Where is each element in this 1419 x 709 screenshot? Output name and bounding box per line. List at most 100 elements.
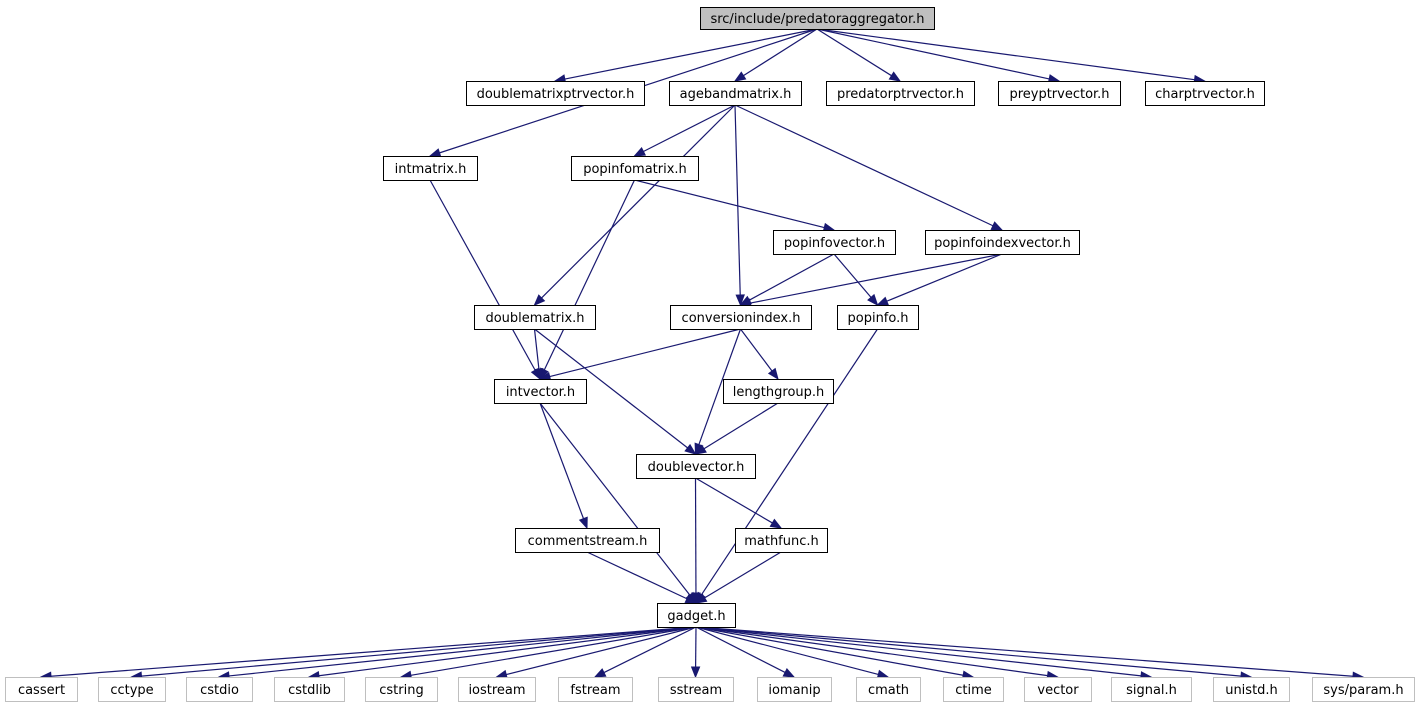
node-commentstream[interactable]: commentstream.h — [515, 528, 660, 553]
node-iomanip: iomanip — [757, 677, 832, 702]
node-popinfovector[interactable]: popinfovector.h — [773, 230, 896, 255]
edge-lengthgroup-to-doublevector — [694, 402, 779, 455]
edge-gadget-to-cstdio — [217, 626, 697, 681]
edge-line — [695, 626, 1242, 677]
node-doublematrix[interactable]: doublematrix.h — [474, 305, 596, 330]
edge-root-to-agebandmatrix — [733, 28, 818, 82]
edge-line — [698, 328, 742, 445]
edge-gadget-to-signal — [695, 626, 1153, 681]
edge-line — [541, 104, 736, 299]
node-mathfunc[interactable]: mathfunc.h — [735, 528, 828, 553]
node-gadget[interactable]: gadget.h — [657, 603, 736, 628]
node-box — [757, 677, 832, 702]
node-box — [365, 677, 438, 702]
edge-line — [564, 28, 818, 80]
node-label: cmath — [868, 683, 909, 698]
edge-intvector-to-commentstream — [539, 402, 588, 530]
edge-mathfunc-to-gadget — [694, 551, 782, 604]
edge-popinfovector-to-popinfo — [833, 253, 879, 307]
edge-line — [634, 179, 825, 229]
node-box — [474, 305, 596, 330]
node-charptrvector[interactable]: charptrvector.h — [1145, 81, 1265, 106]
node-box — [700, 7, 935, 30]
edge-root-to-preyptrvector — [816, 28, 1061, 84]
node-box — [1145, 81, 1265, 106]
edge-line — [539, 402, 585, 519]
node-popinfoindexvector[interactable]: popinfoindexvector.h — [925, 230, 1080, 255]
node-label: src/include/predatoraggregator.h — [710, 12, 924, 27]
node-label: cctype — [110, 683, 153, 698]
edge-line — [695, 626, 964, 676]
edge-popinfomatrix-to-popinfovector — [634, 179, 836, 233]
edge-arrowhead — [684, 594, 698, 604]
node-box — [826, 81, 975, 106]
node-label: cassert — [18, 683, 65, 698]
edge-popinfomatrix-to-intvector — [539, 179, 636, 381]
node-cassert: cassert — [5, 677, 78, 702]
edge-root-to-doublematrixptrvector — [553, 28, 818, 84]
node-box — [735, 528, 828, 553]
edge-arrowhead — [578, 516, 588, 530]
node-box — [670, 305, 812, 330]
node-box — [773, 230, 896, 255]
node-box — [1213, 677, 1290, 702]
edge-line — [410, 626, 697, 676]
node-intmatrix[interactable]: intmatrix.h — [383, 156, 478, 181]
edge-line — [695, 477, 773, 524]
node-label: vector — [1037, 683, 1079, 698]
node-preyptrvector[interactable]: preyptrvector.h — [998, 81, 1121, 106]
node-root[interactable]: src/include/predatoraggregator.h — [700, 7, 935, 30]
node-agebandmatrix[interactable]: agebandmatrix.h — [669, 81, 802, 106]
node-label: iostream — [468, 683, 525, 698]
node-label: sys/param.h — [1323, 683, 1403, 698]
node-doublevector[interactable]: doublevector.h — [636, 454, 756, 479]
node-label: doublematrixptrvector.h — [477, 87, 635, 102]
node-lengthgroup[interactable]: lengthgroup.h — [723, 379, 834, 404]
node-cctype: cctype — [98, 677, 166, 702]
edge-line — [833, 253, 872, 298]
node-cstdio: cstdio — [186, 677, 253, 702]
edge-line — [586, 551, 688, 600]
edge-commentstream-to-gadget — [586, 551, 698, 604]
edge-line — [534, 328, 688, 449]
node-box — [657, 603, 736, 628]
edge-arrowhead — [694, 444, 707, 455]
node-label: popinfo.h — [848, 311, 909, 326]
edge-line — [886, 253, 1003, 302]
node-unistd: unistd.h — [1213, 677, 1290, 702]
edge-popinfovector-to-conversionindex — [739, 253, 835, 306]
node-label: intmatrix.h — [395, 162, 467, 177]
edge-line — [549, 328, 741, 378]
node-iostream: iostream — [458, 677, 536, 702]
node-label: doublematrix.h — [485, 311, 584, 326]
node-doublematrixptrvector[interactable]: doublematrixptrvector.h — [466, 81, 645, 106]
node-box — [5, 677, 78, 702]
nodes-layer: src/include/predatoraggregator.h doublema… — [5, 7, 1415, 702]
edge-intmatrix-to-intvector — [429, 179, 541, 381]
node-label: commentstream.h — [528, 534, 648, 549]
edge-arrowhead — [876, 296, 890, 306]
node-box — [383, 156, 478, 181]
node-conversionindex[interactable]: conversionindex.h — [670, 305, 812, 330]
edge-gadget-to-cctype — [130, 626, 697, 681]
node-label: doublevector.h — [648, 460, 745, 475]
node-cmath: cmath — [856, 677, 921, 702]
edge-arrowhead — [769, 518, 783, 529]
node-label: predatorptrvector.h — [837, 87, 964, 102]
node-predatorptrvector[interactable]: predatorptrvector.h — [826, 81, 975, 106]
node-box — [856, 677, 921, 702]
node-box — [1312, 677, 1415, 702]
edge-line — [643, 104, 736, 153]
edge-line — [695, 626, 1048, 677]
edge-doublematrix-to-intvector — [533, 328, 544, 381]
node-intvector[interactable]: intvector.h — [494, 379, 587, 404]
node-popinfomatrix[interactable]: popinfomatrix.h — [571, 156, 699, 181]
node-box — [274, 677, 345, 702]
edge-conversionindex-to-intvector — [538, 328, 741, 382]
edge-arrowhead — [735, 294, 745, 307]
node-popinfo[interactable]: popinfo.h — [837, 305, 919, 330]
edge-arrowhead — [888, 71, 902, 82]
node-box — [636, 454, 756, 479]
edge-line — [743, 28, 818, 77]
